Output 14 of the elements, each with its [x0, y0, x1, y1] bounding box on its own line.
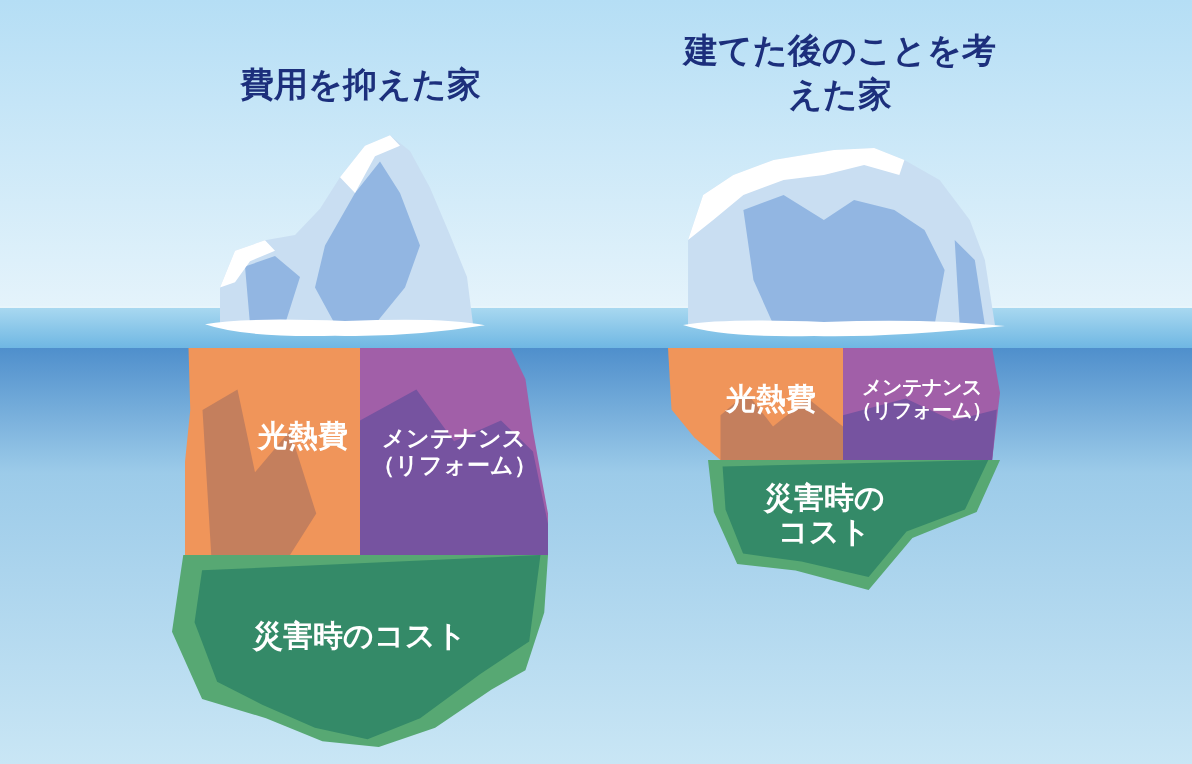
- iceberg-segment: [360, 348, 548, 555]
- iceberg-heading: 建てた後のことを考えた家: [681, 29, 997, 117]
- segment-label: 光熱費: [725, 381, 816, 417]
- segment-label: メンテナンス（リフォーム）: [850, 376, 993, 422]
- segment-label: メンテナンス（リフォーム）: [370, 425, 538, 478]
- segment-label: 災害時のコスト: [762, 480, 886, 550]
- iceberg-segment: [185, 348, 360, 555]
- iceberg-segment: [668, 348, 843, 460]
- iceberg-segment: [843, 348, 1000, 460]
- segment-label: 災害時のコスト: [253, 618, 467, 654]
- iceberg-segment: [172, 555, 548, 747]
- segment-label: 光熱費: [257, 419, 348, 454]
- iceberg-heading: 費用を抑えた家: [238, 63, 482, 106]
- iceberg-segment: [708, 460, 1000, 590]
